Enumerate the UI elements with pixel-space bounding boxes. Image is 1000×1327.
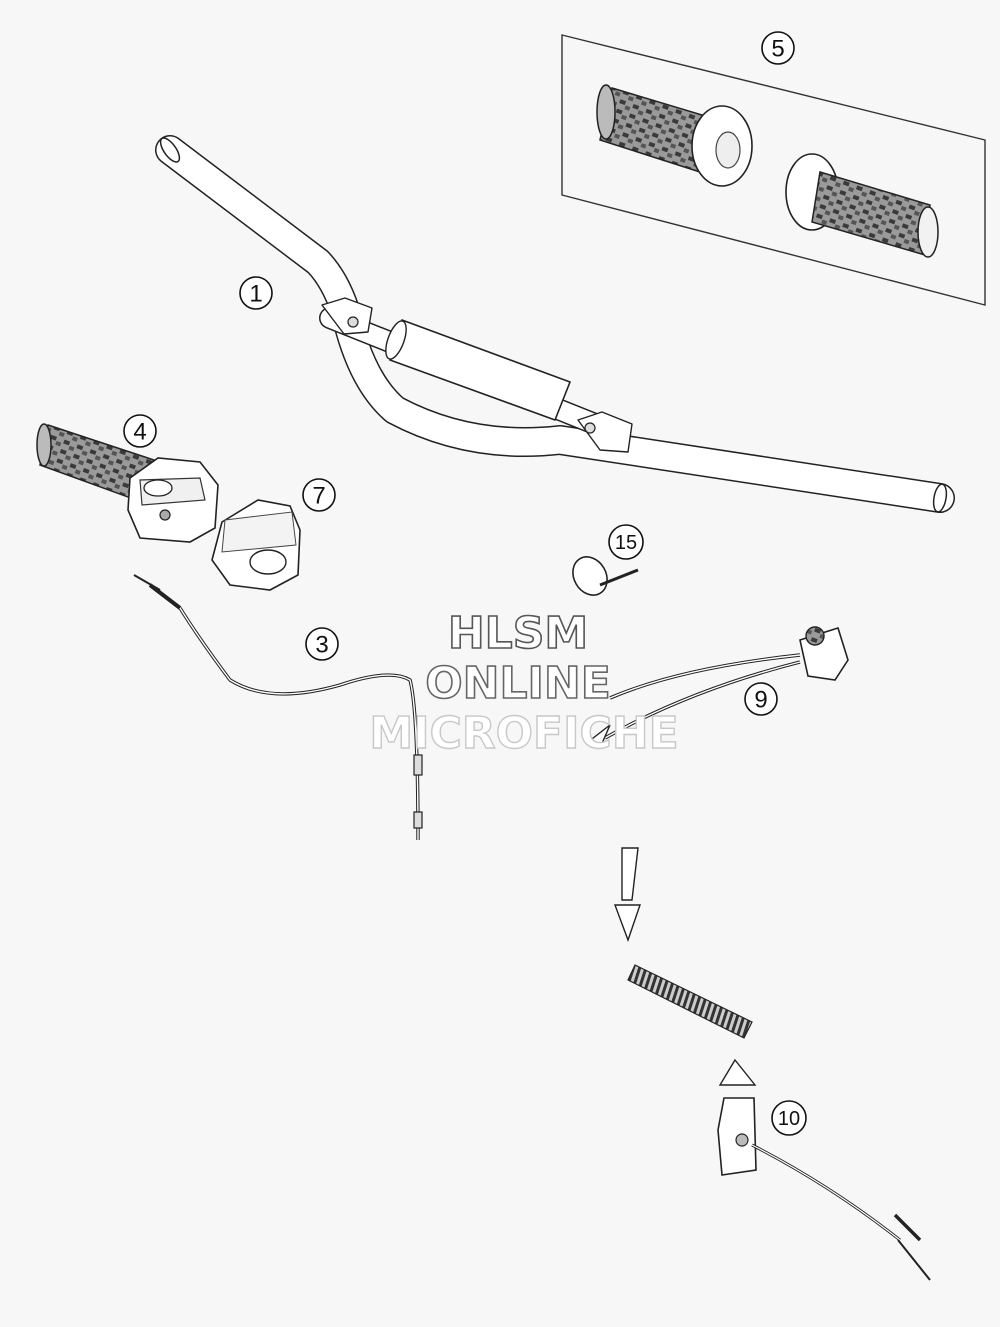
callout-label: 7 (312, 483, 325, 510)
callout-3: 3 (305, 627, 339, 661)
watermark-line-3: MICROFICHE (369, 708, 678, 759)
callout-circle (771, 1100, 807, 1136)
callout-1: 1 (239, 276, 273, 310)
left-grip (596, 84, 753, 187)
callout-15: 15 (608, 524, 644, 560)
callout-circle (302, 478, 336, 512)
grip-set-frame (561, 34, 986, 306)
callout-label: 4 (133, 419, 146, 446)
callout-circle (744, 682, 778, 716)
callout-circle (123, 414, 157, 448)
callout-9: 9 (744, 682, 778, 716)
callout-label: 5 (771, 36, 784, 63)
cable-tie (572, 556, 639, 596)
callout-4: 4 (123, 414, 157, 448)
callout-7: 7 (302, 478, 336, 512)
callout-circle (608, 524, 644, 560)
throttle-cable (133, 574, 423, 841)
throttle-assembly (36, 423, 219, 543)
watermark-line-2: ONLINE (425, 658, 611, 709)
callout-label: 9 (754, 687, 767, 714)
kill-switch (586, 626, 849, 749)
watermark-line-1: HLSM (448, 608, 588, 659)
callout-10: 10 (771, 1100, 807, 1136)
callout-label: 10 (778, 1108, 800, 1130)
throttle-cover (211, 499, 301, 591)
callout-label: 15 (615, 532, 637, 554)
callout-label: 1 (249, 281, 262, 308)
watermark: HLSM ONLINE MICROFICHE (369, 607, 680, 760)
grip-set-group (561, 34, 986, 306)
callout-circle (761, 31, 795, 65)
cable-assembly-lower (613, 847, 931, 1281)
callout-5: 5 (761, 31, 795, 65)
handlebar (155, 135, 955, 513)
callout-circle (239, 276, 273, 310)
right-grip (785, 153, 939, 258)
callout-layer: 1 3 4 5 7 9 10 15 (123, 31, 807, 1136)
callout-label: 3 (315, 632, 328, 659)
callout-circle (305, 627, 339, 661)
